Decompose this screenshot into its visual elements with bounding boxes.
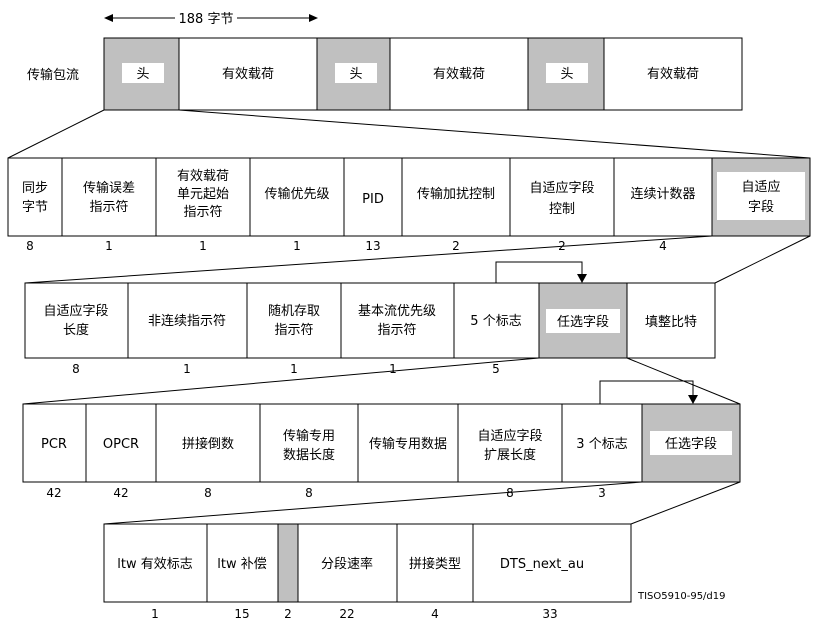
- row0-header-box-3: [546, 63, 588, 83]
- row1-cell-6: 传输加扰控制: [417, 186, 495, 202]
- row0-header-box-2: [335, 63, 377, 83]
- expand-line-2l: [22, 357, 540, 405]
- expand-line-3l: [103, 481, 643, 525]
- row1-cell-8: 连续计数器: [630, 186, 695, 202]
- row4-bits-6: 33: [542, 607, 557, 621]
- row0-payload-bg-3: [603, 37, 743, 111]
- row3-cell-4-l2: 数据长度: [283, 447, 335, 463]
- row2-cell-1-l2: 长度: [63, 322, 89, 338]
- width-indicator: 188 字节: [104, 12, 318, 27]
- row2-bits-2: 1: [183, 362, 191, 376]
- row3-cell-5: 传输专用数据: [369, 436, 447, 452]
- row3-cell-4-l1: 传输专用: [283, 428, 335, 444]
- row4-cell-2: ltw 补偿: [217, 557, 266, 572]
- row4-cell-1: ltw 有效标志: [117, 557, 192, 572]
- row1-cell-3-l3: 指示符: [183, 204, 222, 220]
- row1-bits-2: 1: [105, 239, 113, 253]
- row2-cell-1-l1: 自适应字段: [43, 303, 108, 319]
- row1-bits-8: 4: [659, 239, 667, 253]
- row0-cell-2: 有效载荷: [222, 67, 274, 82]
- row0-cell-5: 头: [560, 67, 573, 82]
- row2-cell-3-l1: 随机存取: [268, 304, 320, 319]
- row3-bits-3: 8: [204, 486, 212, 500]
- row3-bits-6: 8: [506, 486, 514, 500]
- row2-cell-7: 填整比特: [645, 315, 697, 330]
- flag-arrow-1: [495, 261, 583, 283]
- row3-bits-1: 42: [46, 486, 61, 500]
- row1-cell-9-l1: 自适应: [741, 179, 780, 195]
- row0-cell-6: 有效载荷: [647, 67, 699, 82]
- row3-cell-1: PCR: [41, 437, 67, 452]
- row3-cell-6-l2: 扩展长度: [484, 447, 536, 463]
- row3-bits-4: 8: [305, 486, 313, 500]
- row4-cell-4: 分段速率: [321, 556, 373, 572]
- row2-cell-2: 非连续指示符: [148, 313, 226, 329]
- row0-cell-1: 头: [136, 67, 149, 82]
- row1-bits-1: 8: [26, 239, 34, 253]
- row2-cell-6: 任选字段: [557, 315, 609, 330]
- row0-cell-3: 头: [349, 67, 362, 82]
- row2: 自适应字段 长度 8 非连续指示符 1 随机存取 指示符 1 基本流优先级 指示…: [24, 282, 716, 376]
- row1-cell-3-l1: 有效载荷: [177, 169, 229, 184]
- row4-bits-1: 1: [151, 607, 159, 621]
- row0: 头 有效载荷 头 有效载荷 头 有效载荷: [103, 37, 743, 111]
- row1-cell-2-l1: 传输误差: [83, 180, 135, 196]
- row4-cell-3: [277, 523, 299, 603]
- row3-cell-8: 任选字段: [665, 437, 717, 452]
- row0-cell-4: 有效载荷: [433, 67, 485, 82]
- row3-cell-3: 拼接倒数: [182, 436, 234, 452]
- row4: ltw 有效标志 1 ltw 补偿 15 2 分段速率 22 拼接类型 4 DT…: [103, 523, 632, 621]
- row2-cell-4-l1: 基本流优先级: [358, 304, 436, 319]
- row0-header-box-1: [122, 63, 164, 83]
- row1-bits-3: 1: [199, 239, 207, 253]
- row1-cell-7-l1: 自适应字段: [529, 180, 594, 196]
- row2-bits-5: 5: [492, 362, 500, 376]
- expand-line-1r: [714, 235, 811, 284]
- row1-cell-7-l2: 控制: [549, 202, 575, 217]
- row1-cell-1-l1: 同步: [22, 181, 48, 196]
- expand-line-0l: [7, 109, 105, 159]
- row2-cell-5: 5 个标志: [470, 314, 521, 329]
- row2-cell-3-l2: 指示符: [274, 322, 313, 338]
- row1-cell-5: PID: [362, 192, 384, 207]
- row3: PCR 42 OPCR 42 拼接倒数 8 传输专用 数据长度 8 传输专用数据…: [22, 403, 741, 500]
- row0-title: 传输包流: [27, 67, 79, 83]
- flag-arrow-2: [599, 380, 694, 404]
- figure-id: TISO5910-95/d19: [637, 591, 726, 602]
- row0-payload-bg-1: [178, 37, 318, 111]
- row1-cell-1-l2: 字节: [22, 200, 48, 215]
- row2-cell-4-l2: 指示符: [377, 322, 416, 338]
- row1-bits-6: 2: [452, 239, 460, 253]
- row4-cell-6: DTS_next_au: [500, 557, 584, 572]
- row3-cell-7: 3 个标志: [576, 437, 627, 452]
- row3-cell-6-l1: 自适应字段: [477, 428, 542, 444]
- row2-bits-3: 1: [290, 362, 298, 376]
- expand-line-0r: [178, 109, 811, 159]
- row4-bits-5: 4: [431, 607, 439, 621]
- row1-bits-4: 1: [293, 239, 301, 253]
- row1-cell-9-l2: 字段: [748, 200, 774, 215]
- expand-line-3r: [630, 481, 741, 525]
- row2-bits-1: 8: [72, 362, 80, 376]
- row4-bits-2: 15: [234, 607, 249, 621]
- row1-cell-3-l2: 单元起始: [177, 187, 229, 202]
- row4-bits-3: 2: [284, 607, 292, 621]
- row1-bits-5: 13: [365, 239, 380, 253]
- expand-line-1l: [24, 235, 713, 284]
- row3-bits-2: 42: [113, 486, 128, 500]
- row3-bits-7: 3: [598, 486, 606, 500]
- row1-cell-4: 传输优先级: [264, 186, 329, 202]
- row1: 同步 字节 8 传输误差 指示符 1 有效载荷 单元起始 指示符 1 传输优先级…: [7, 157, 811, 253]
- row4-bits-4: 22: [339, 607, 354, 621]
- row4-cell-5: 拼接类型: [409, 556, 461, 572]
- row2-bits-4: 1: [389, 362, 397, 376]
- row3-cell-2: OPCR: [103, 437, 139, 452]
- row1-cell-2-l2: 指示符: [89, 199, 128, 215]
- width-label: 188 字节: [179, 12, 234, 27]
